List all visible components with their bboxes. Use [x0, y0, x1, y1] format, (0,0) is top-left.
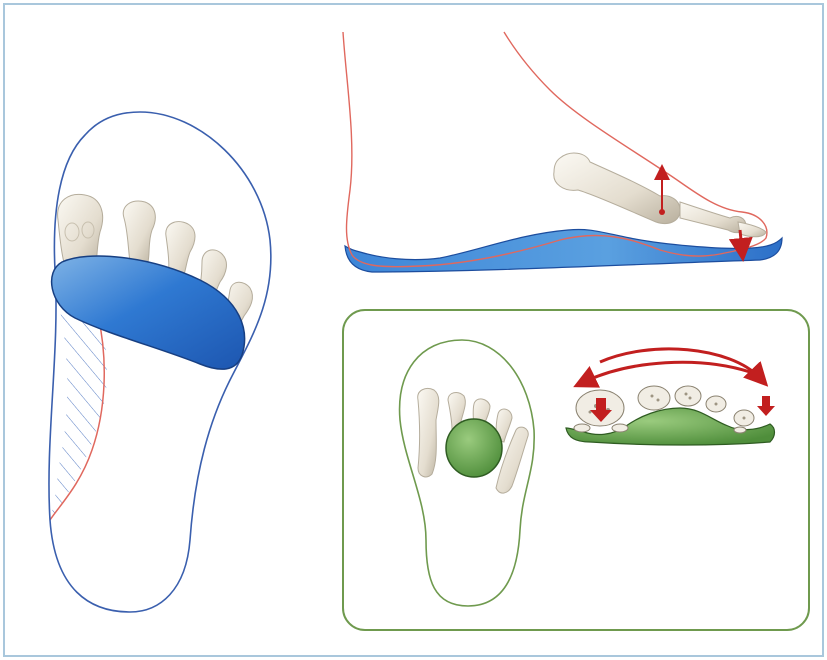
- arch-hatch-area: [50, 310, 107, 520]
- second-toe-bone: [123, 201, 155, 262]
- sole-view-panel: [49, 112, 271, 612]
- press-arrow-icon-2: [757, 396, 775, 416]
- detail-box-panel: [343, 310, 809, 630]
- insole-side-profile: [345, 229, 782, 272]
- metatarsal-button-icon: [446, 419, 502, 477]
- side-view-panel: [343, 32, 782, 272]
- detail-box-frame: [343, 310, 809, 630]
- curved-double-arrow-icon-2: [584, 362, 750, 382]
- toe-bone-side: [554, 153, 766, 237]
- down-arrow-icon: [740, 230, 742, 250]
